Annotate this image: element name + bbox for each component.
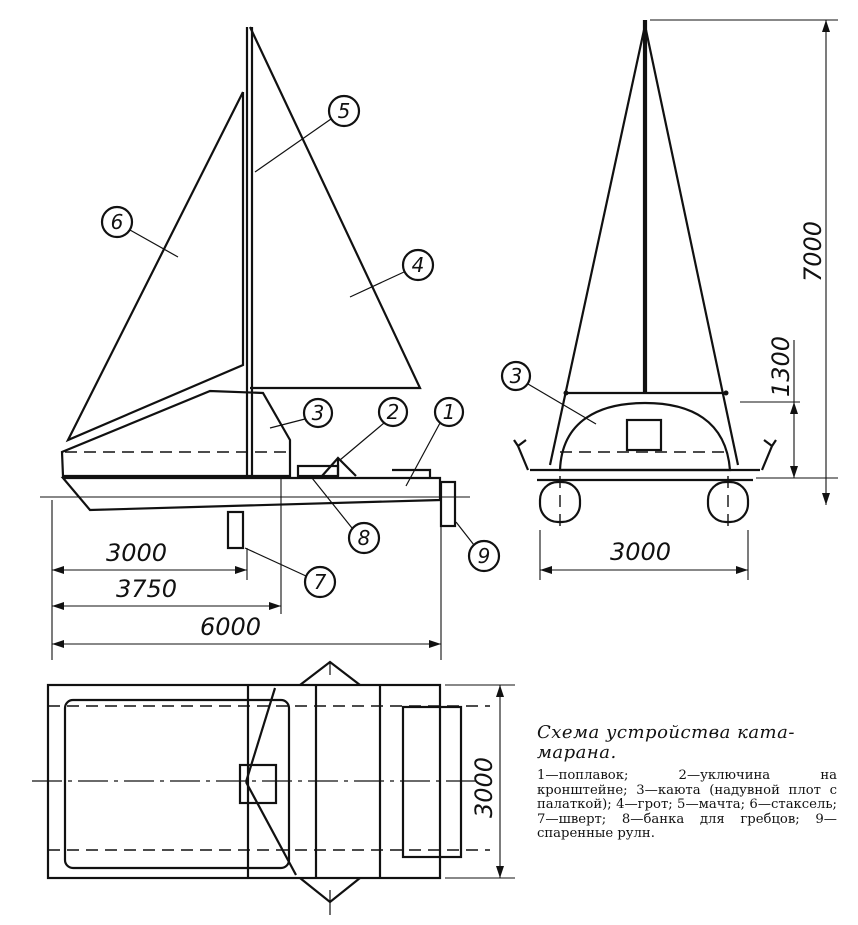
front-view: 3 3000 7000 1300 <box>500 19 838 580</box>
svg-text:8: 8 <box>358 526 371 550</box>
callout-9: 9 <box>455 521 501 573</box>
dim-3000-side: 3000 <box>52 539 247 574</box>
svg-text:7: 7 <box>314 570 327 594</box>
caption-title: Схема устройства ката-марана. <box>537 722 795 763</box>
front-cabin <box>558 401 732 472</box>
callout-3: 3 <box>269 397 334 429</box>
cabin <box>60 389 292 478</box>
caption-legend: 1—поплавок; 2—уключина на кронштейне; 3—… <box>537 768 837 842</box>
svg-text:4: 4 <box>412 253 425 277</box>
callout-4: 4 <box>349 248 435 298</box>
dim-3000-front: 3000 <box>539 530 749 580</box>
centerboard <box>226 510 245 550</box>
svg-text:6: 6 <box>111 210 124 234</box>
rudder <box>439 480 457 528</box>
callout-8: 8 <box>311 477 381 555</box>
svg-text:7000: 7000 <box>799 221 827 282</box>
staysail <box>65 91 245 443</box>
side-view: 1 2 3 4 5 6 7 <box>40 26 501 660</box>
figure-caption: Схема устройства ката-марана. 1—поплавок… <box>537 723 837 842</box>
callout-2: 2 <box>339 396 409 461</box>
svg-text:5: 5 <box>338 99 351 123</box>
front-callout-3: 3 <box>500 360 597 425</box>
dim-7000: 7000 <box>799 20 830 505</box>
callout-6: 6 <box>100 205 179 258</box>
plan-rudder <box>401 705 463 859</box>
svg-text:3: 3 <box>510 364 523 388</box>
svg-text:3000: 3000 <box>470 757 498 818</box>
dim-6000: 6000 <box>52 613 441 648</box>
svg-text:3000: 3000 <box>610 538 671 566</box>
svg-text:6000: 6000 <box>200 613 261 641</box>
svg-text:1300: 1300 <box>767 336 795 397</box>
dim-1300: 1300 <box>767 336 798 478</box>
svg-text:9: 9 <box>478 544 491 568</box>
svg-text:2: 2 <box>387 400 400 424</box>
float <box>60 476 442 512</box>
callout-5: 5 <box>254 94 361 173</box>
dim-3000-plan: 3000 <box>445 684 515 879</box>
svg-text:3000: 3000 <box>106 539 167 567</box>
callout-1: 1 <box>405 396 465 487</box>
svg-text:3750: 3750 <box>116 575 177 603</box>
oarlock <box>321 456 357 477</box>
plan-view: 3000 <box>32 660 515 915</box>
cabin-window <box>625 418 663 452</box>
plan-cabin <box>63 698 291 870</box>
dim-3750: 3750 <box>52 575 281 610</box>
svg-text:1: 1 <box>443 400 456 424</box>
svg-text:3: 3 <box>312 401 325 425</box>
mainsail <box>249 26 422 390</box>
callout-7: 7 <box>244 547 337 599</box>
rowing-bench <box>296 464 340 478</box>
